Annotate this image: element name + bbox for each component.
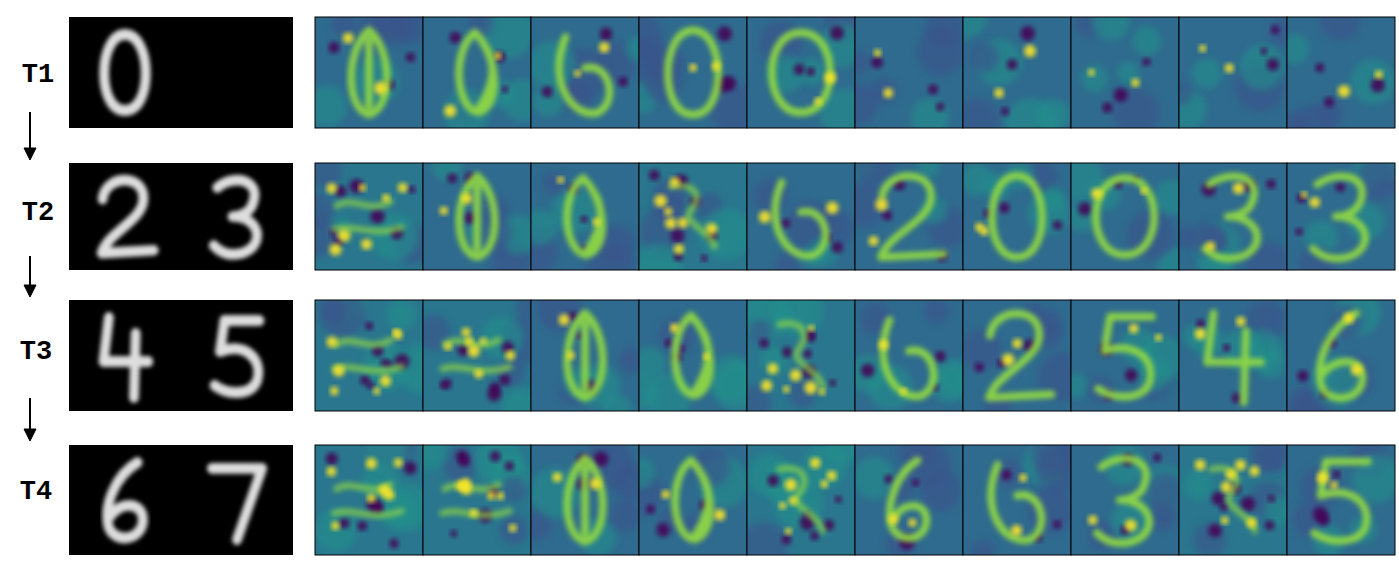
sequence-arrow [24,398,36,441]
digit-image [69,300,181,411]
filter-heatmap [519,438,649,556]
task-label: T1 [20,61,56,90]
filter-heatmap [423,150,539,279]
filter-heatmap [616,13,759,134]
digit-image [181,17,293,128]
task-label: T3 [18,338,54,367]
digit-image [69,17,181,128]
digit-image [69,163,181,270]
task-label: T4 [18,478,54,507]
task-label: T2 [20,199,56,228]
filter-heatmap [736,286,855,421]
filter-heatmap [842,143,968,270]
filter-heatmap [834,7,965,137]
filter-heatmap [412,433,531,555]
filter-heatmap [1179,299,1287,411]
filter-heatmap [306,0,434,128]
filter-heatmap [1166,17,1296,130]
filter-heatmap [314,425,432,555]
filter-heatmap [1280,0,1395,149]
filter-heatmap [1286,290,1395,434]
filter-heatmap [961,300,1085,419]
sequence-arrow [24,256,36,297]
filter-heatmap [853,430,963,559]
digit-image [181,300,293,411]
filter-heatmap [961,160,1071,270]
filter-heatmap [531,284,644,424]
filter-heatmap [1071,444,1189,555]
filter-heatmap [1071,2,1179,137]
filter-heatmap [621,300,761,421]
filter-heatmap [747,0,872,137]
digit-image [181,445,293,555]
filter-heatmap [619,445,749,555]
filter-heatmap [1175,163,1291,286]
filter-heatmap [946,0,1071,151]
filter-heatmap [1179,432,1293,557]
digit-image [69,445,181,555]
filter-heatmap [416,290,547,425]
filter-heatmap [506,163,639,293]
filter-heatmap [1063,300,1184,411]
filter-heatmap [739,427,862,567]
filter-heatmap [634,163,752,291]
filter-heatmap [1053,152,1196,286]
digit-image [181,163,293,270]
filter-heatmap [849,298,976,411]
filter-heatmap [423,5,544,136]
filter-heatmap [1287,155,1399,281]
filter-heatmap [529,17,651,128]
filter-heatmap [963,433,1085,564]
filter-heatmap [1287,439,1399,557]
filter-heatmap [747,163,855,291]
filter-heatmap [298,154,433,270]
sequence-arrow [24,112,36,160]
